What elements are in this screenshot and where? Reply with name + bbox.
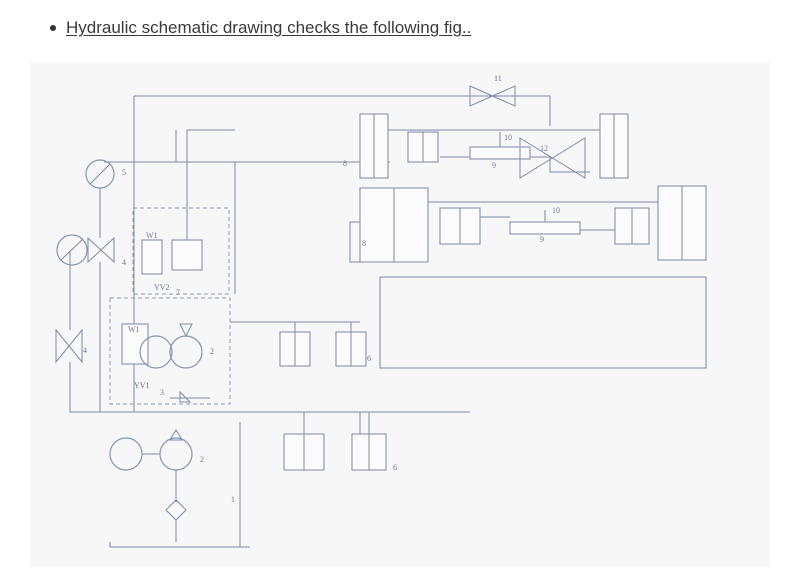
label-10b: 10 — [552, 206, 560, 215]
label-7: 7 — [176, 288, 180, 297]
valve-block-lower — [109, 297, 231, 405]
pump-2-upper — [169, 335, 203, 369]
label-12: 12 — [540, 144, 548, 153]
return-frame — [379, 276, 707, 369]
hydraulic-schematic-figure: 1 2 2 3 4 4 5 6 6 7 8 8 9 9 10 10 11 12 … — [30, 62, 770, 567]
valve-4-upper — [87, 236, 115, 264]
label-1: 1 — [231, 495, 235, 504]
pump-2 — [159, 437, 193, 471]
label-2: 2 — [200, 455, 204, 464]
label-yv2: YV2 — [154, 283, 170, 292]
bullet-dot — [50, 25, 56, 31]
label-8b: 8 — [362, 239, 366, 248]
label-8a: 8 — [343, 159, 347, 168]
label-4b: 4 — [83, 346, 87, 355]
label-5: 5 — [122, 168, 126, 177]
hydraulic-schematic-svg: 1 2 2 3 4 4 5 6 6 7 8 8 9 9 10 10 11 12 … — [55, 74, 707, 548]
label-w1a: W1 — [146, 231, 158, 240]
label-2b: 2 — [210, 347, 214, 356]
relief-valve-upper — [171, 239, 203, 271]
table-9-main — [509, 221, 581, 235]
label-4a: 4 — [122, 258, 126, 267]
label-w1b: W1 — [128, 325, 140, 334]
motor — [109, 437, 143, 471]
table-9-top — [469, 146, 531, 160]
bullet-item: Hydraulic schematic drawing checks the f… — [50, 18, 471, 38]
label-6b: 6 — [393, 463, 397, 472]
label-10a: 10 — [504, 133, 512, 142]
tank — [109, 542, 250, 548]
label-yv1: YV1 — [134, 381, 150, 390]
figure-link[interactable]: Hydraulic schematic drawing checks the f… — [66, 18, 472, 37]
label-3: 3 — [160, 388, 164, 397]
filter-1 — [165, 499, 187, 521]
valve-12 — [519, 137, 586, 179]
top-pipe — [134, 95, 551, 126]
label-9a: 9 — [492, 161, 496, 170]
valve-11 — [469, 85, 516, 107]
solenoid-yv2 — [141, 239, 163, 275]
pump-motor-3 — [139, 335, 173, 369]
gauge-left — [56, 234, 88, 266]
valve-4-lower — [55, 328, 83, 364]
solenoid-yv1 — [121, 323, 149, 365]
label-6a: 6 — [367, 354, 371, 363]
label-11: 11 — [494, 74, 502, 83]
label-9b: 9 — [540, 235, 544, 244]
